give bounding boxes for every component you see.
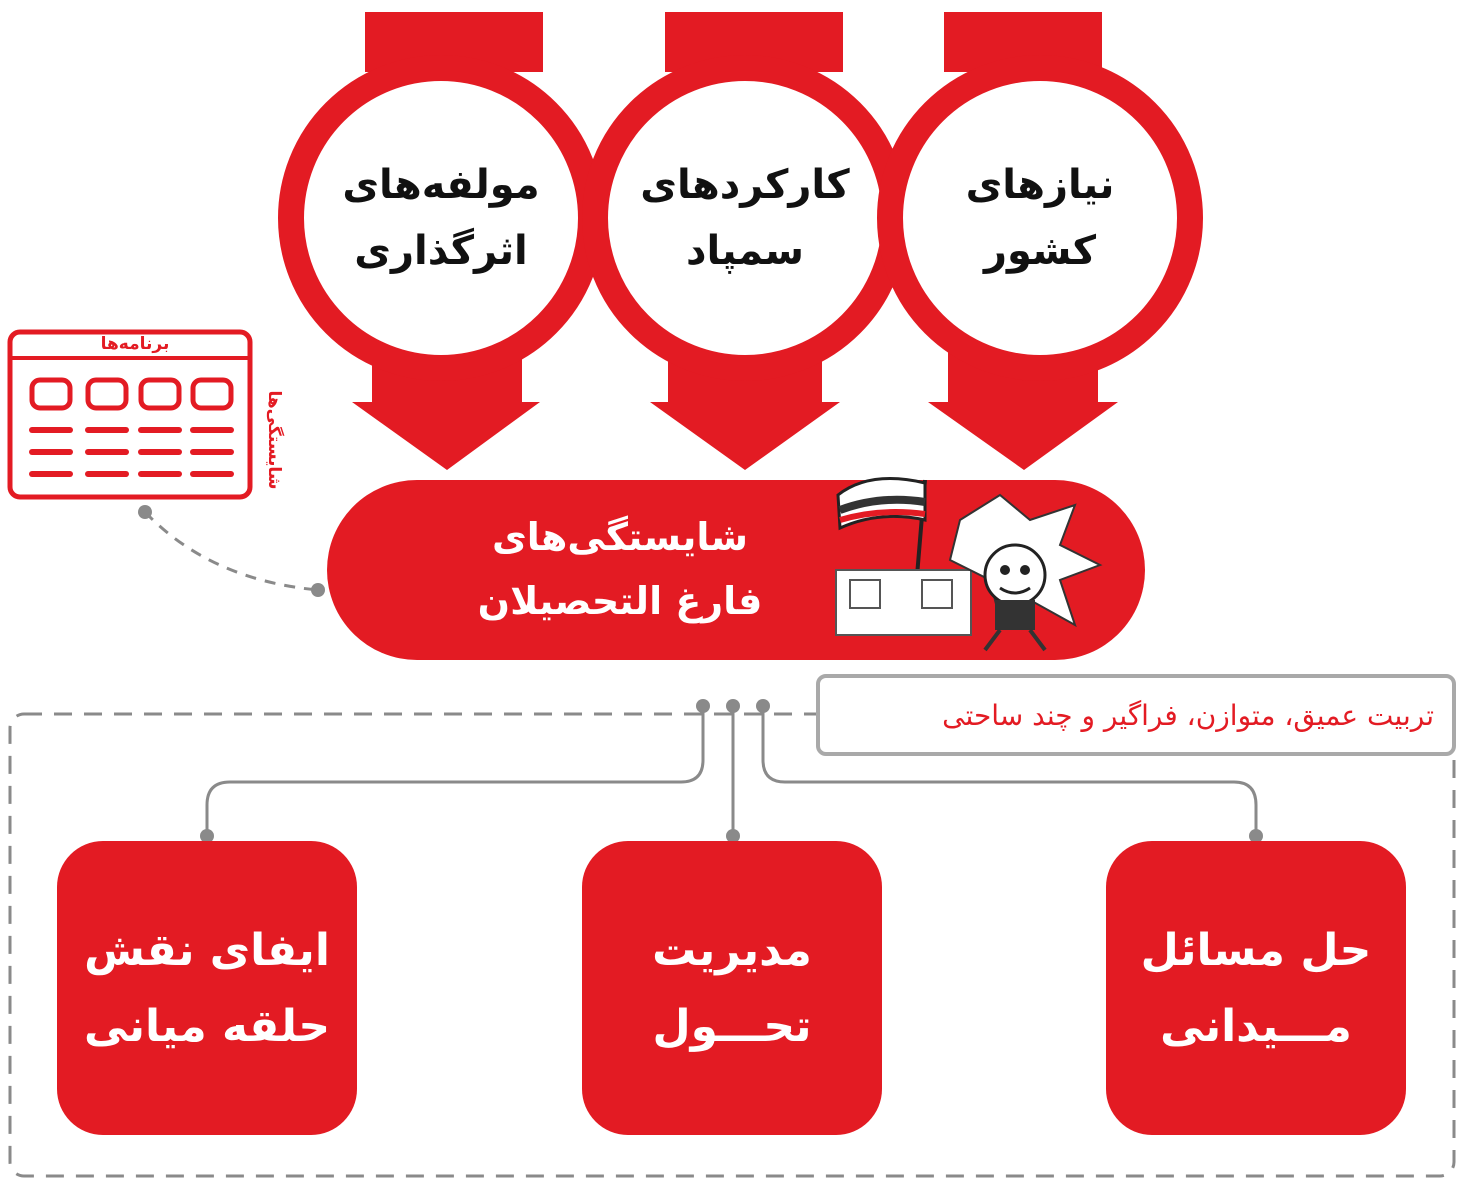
circle-left-line-2: اثرگذاری	[354, 228, 528, 274]
output-right-label: حل مسائل مـــیدانی	[1106, 913, 1406, 1065]
output-middle-label: مدیریت تحـــول	[582, 913, 882, 1065]
output-box-right: حل مسائل مـــیدانی	[1106, 841, 1406, 1135]
center-line-1: شایستگی‌های	[491, 515, 749, 559]
circle-middle-line-2: سمپاد	[685, 228, 805, 274]
center-label: شایستگی‌های فارغ التحصیلان	[430, 505, 810, 633]
output-connectors	[205, 706, 1258, 836]
output-box-left: ایفای نقش حلقه میانی	[57, 841, 357, 1135]
output-right-line-1: حل مسائل	[1140, 925, 1372, 976]
callout-text: تربیت عمیق، متوازن، فراگیر و چند ساحتی	[942, 699, 1434, 732]
circle-right-line-2: کشور	[983, 228, 1097, 274]
connector-dot-bottom-3	[1249, 829, 1263, 843]
circle-label-left: مولفه‌های اثرگذاری	[321, 152, 561, 284]
output-right-line-2: مـــیدانی	[1160, 1001, 1352, 1052]
callout-box: تربیت عمیق، متوازن، فراگیر و چند ساحتی	[816, 674, 1456, 756]
connector-dot-bottom-1	[200, 829, 214, 843]
connector-dot-bottom-2	[726, 829, 740, 843]
output-middle-line-1: مدیریت	[652, 925, 812, 976]
table-icon	[7, 329, 253, 500]
circle-middle-line-1: کارکردهای	[640, 162, 850, 208]
connector-dot-icon	[138, 505, 152, 519]
circle-label-middle: کارکردهای سمپاد	[625, 152, 865, 284]
connector-dot-top-1	[696, 699, 710, 713]
dashed-connector-icon	[143, 510, 319, 592]
output-left-label: ایفای نقش حلقه میانی	[57, 913, 357, 1065]
circle-label-right: نیازهای کشور	[920, 152, 1160, 284]
output-middle-line-2: تحـــول	[652, 1001, 812, 1052]
table-icon-side-label: شایستگی‌ها	[264, 390, 284, 490]
connector-dot-top-3	[756, 699, 770, 713]
connector-dot-top-2	[726, 699, 740, 713]
cartoon-illustration	[835, 477, 1103, 652]
center-line-2: فارغ التحصیلان	[477, 579, 763, 623]
circle-left-line-1: مولفه‌های	[342, 162, 540, 208]
connector-dot-pill	[311, 583, 325, 597]
circle-right	[877, 55, 1203, 381]
output-left-line-2: حلقه میانی	[83, 1001, 331, 1052]
output-left-line-1: ایفای نقش	[84, 925, 330, 976]
table-icon-title: برنامه‌ها	[100, 334, 170, 354]
circle-right-line-1: نیازهای	[965, 162, 1115, 208]
output-box-middle: مدیریت تحـــول	[582, 841, 882, 1135]
